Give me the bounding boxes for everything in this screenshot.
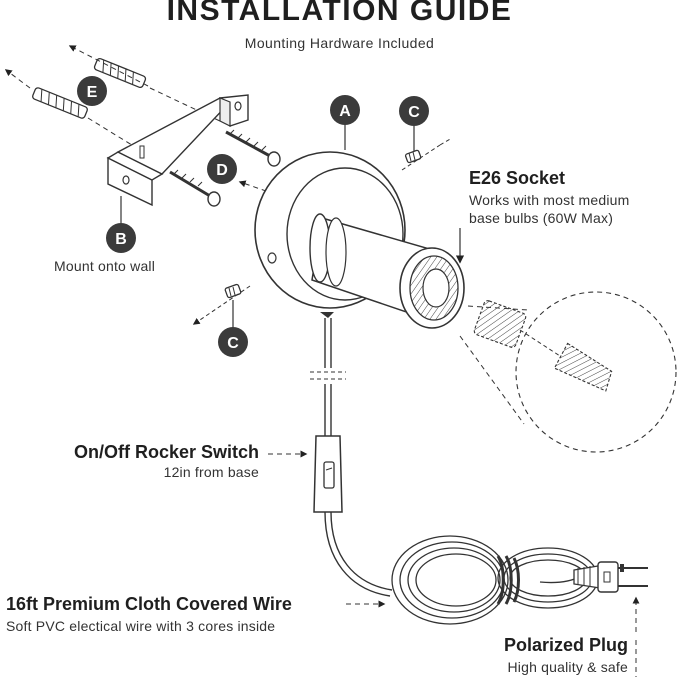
mount-screw-bottom bbox=[169, 169, 221, 207]
badge-d-letter: D bbox=[216, 162, 228, 179]
wall-anchor-bottom bbox=[32, 87, 88, 119]
power-cord bbox=[310, 312, 393, 597]
socket-line-1: Works with most medium bbox=[469, 192, 630, 208]
page-subtitle: Mounting Hardware Included bbox=[244, 35, 435, 51]
badge-d: D bbox=[207, 154, 237, 184]
switch-title: On/Off Rocker Switch bbox=[73, 442, 259, 462]
socket-title: E26 Socket bbox=[469, 168, 566, 188]
bulb-detail-inset bbox=[459, 291, 677, 453]
badge-b: B bbox=[106, 223, 136, 253]
badge-e-letter: E bbox=[87, 84, 98, 101]
mount-caption: Mount onto wall bbox=[54, 258, 156, 274]
badge-c-top-letter: C bbox=[408, 104, 420, 121]
mount-screw-top bbox=[225, 129, 281, 167]
set-screw-top-arrow bbox=[439, 137, 453, 146]
badge-c-bottom-letter: C bbox=[227, 335, 239, 352]
wall-anchor-top bbox=[93, 57, 147, 89]
e26-socket-body bbox=[309, 213, 465, 329]
anchor-guide-bottom bbox=[4, 69, 31, 89]
set-screw-top-guide bbox=[401, 144, 441, 171]
polarized-plug bbox=[573, 561, 648, 593]
socket-line-2: base bulbs (60W Max) bbox=[469, 210, 614, 226]
badge-c-top: C bbox=[399, 96, 429, 126]
wire-title: 16ft Premium Cloth Covered Wire bbox=[6, 594, 292, 614]
anchor-guide-top bbox=[68, 45, 149, 87]
set-screw-bottom bbox=[224, 283, 242, 299]
rocker-switch bbox=[313, 435, 343, 513]
badge-e: E bbox=[77, 76, 107, 106]
page-title: INSTALLATION GUIDE bbox=[166, 0, 513, 27]
set-screw-bottom-guide bbox=[192, 285, 251, 325]
mounting-bracket bbox=[106, 94, 249, 207]
plug-detail: High quality & safe bbox=[507, 659, 628, 675]
plug-title: Polarized Plug bbox=[503, 635, 628, 655]
badge-a-letter: A bbox=[339, 103, 351, 120]
badge-b-letter: B bbox=[115, 231, 127, 248]
badge-c-bottom: C bbox=[218, 327, 248, 357]
anchor-guide-bottom-ext bbox=[87, 117, 141, 151]
badge-a: A bbox=[330, 95, 360, 125]
wire-detail: Soft PVC electical wire with 3 cores ins… bbox=[6, 618, 276, 634]
set-screw-top bbox=[404, 148, 422, 164]
switch-detail: 12in from base bbox=[163, 464, 259, 480]
coiled-wire bbox=[391, 535, 599, 625]
